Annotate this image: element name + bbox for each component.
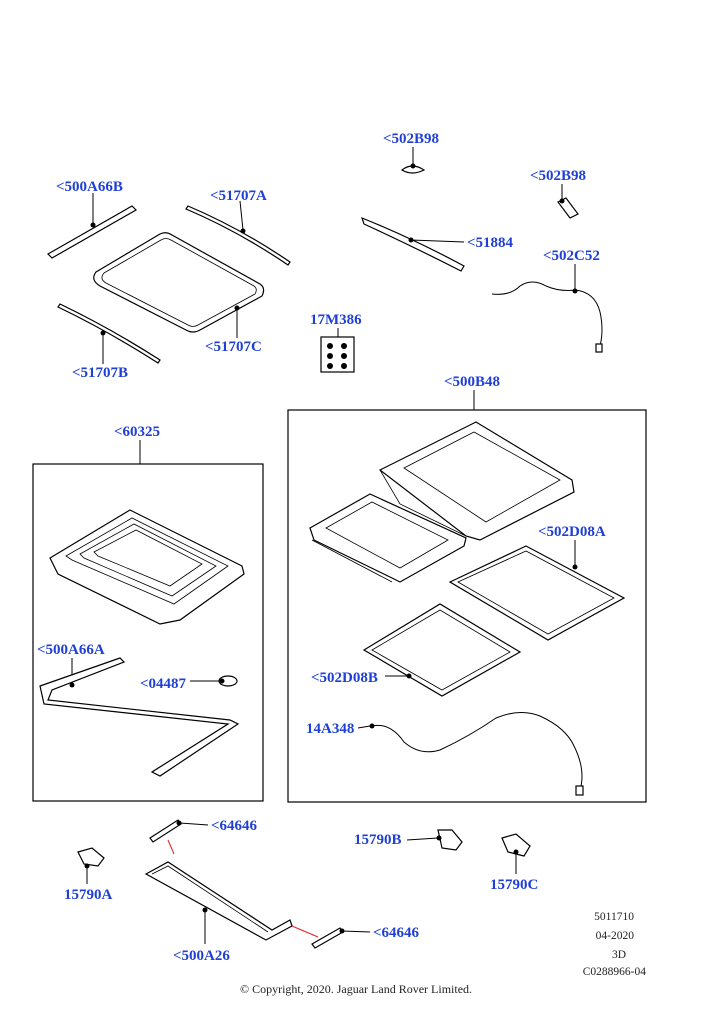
- callout-51884[interactable]: <51884: [467, 235, 514, 251]
- red-indicator-bottom: [291, 925, 319, 938]
- callout-51707B[interactable]: <51707B: [72, 365, 128, 381]
- motor-15790B[interactable]: [436, 829, 463, 851]
- callout-51707C[interactable]: <51707C: [205, 339, 262, 355]
- callout-500A66A[interactable]: <500A66A: [37, 642, 105, 658]
- blind-502D08A[interactable]: [448, 545, 626, 641]
- callout-502B98-right[interactable]: <502B98: [530, 168, 586, 184]
- seal-500A66A[interactable]: [39, 657, 240, 777]
- drain-tube-64646-bottom[interactable]: [311, 927, 345, 949]
- diagram-number: 5011710: [594, 911, 634, 923]
- mechanism-500B48[interactable]: [309, 421, 575, 583]
- callout-17M386[interactable]: 17M386: [310, 312, 362, 328]
- callout-500A66B[interactable]: <500A66B: [56, 179, 123, 195]
- callout-14A348[interactable]: 14A348: [306, 721, 354, 737]
- motor-15790A[interactable]: [77, 847, 105, 869]
- callout-04487[interactable]: <04487: [140, 676, 187, 692]
- red-indicator-top: [167, 839, 175, 855]
- callout-15790C[interactable]: 15790C: [490, 877, 538, 893]
- glass-frame-51707C[interactable]: [93, 232, 265, 333]
- clip-502B98-right[interactable]: [557, 197, 579, 219]
- callout-60325[interactable]: <60325: [114, 424, 160, 440]
- harness-502C52[interactable]: [491, 281, 603, 353]
- seal-500A66B[interactable]: [47, 205, 137, 259]
- frame-60325[interactable]: [49, 509, 245, 625]
- callout-502D08B[interactable]: <502D08B: [311, 670, 378, 686]
- trim-51707B[interactable]: [57, 303, 161, 364]
- callout-502D08A[interactable]: <502D08A: [538, 524, 606, 540]
- bolt-kit-17M386[interactable]: [320, 336, 355, 373]
- kit-box-500B48: [287, 409, 647, 803]
- callout-502B98-top[interactable]: <502B98: [383, 131, 439, 147]
- motor-15790C[interactable]: [501, 833, 531, 857]
- drain-channel-500A26[interactable]: [144, 861, 293, 941]
- callout-502C52[interactable]: <502C52: [543, 248, 600, 264]
- clip-502B98-top[interactable]: [400, 163, 426, 174]
- drain-tube-64646-top[interactable]: [149, 819, 182, 843]
- harness-14A348[interactable]: [369, 712, 584, 796]
- diagram-code: C0288966-04: [583, 966, 647, 978]
- blind-502D08B[interactable]: [362, 603, 522, 697]
- callout-500A26[interactable]: <500A26: [173, 948, 230, 964]
- diagram-date: 04-2020: [596, 930, 635, 942]
- diagram-view: 3D: [612, 949, 626, 961]
- callout-51707A[interactable]: <51707A: [210, 188, 267, 204]
- callout-15790A[interactable]: 15790A: [64, 887, 113, 903]
- callout-500B48[interactable]: <500B48: [444, 374, 500, 390]
- copyright-text: © Copyright, 2020. Jaguar Land Rover Lim…: [240, 982, 472, 996]
- washer-04487[interactable]: [218, 675, 238, 687]
- kit-box-60325: [32, 463, 264, 802]
- trim-51707A[interactable]: [185, 205, 291, 266]
- callout-64646-bottom[interactable]: <64646: [373, 925, 420, 941]
- callout-64646-top[interactable]: <64646: [211, 818, 258, 834]
- callout-15790B[interactable]: 15790B: [354, 832, 402, 848]
- deflector-51884[interactable]: [361, 216, 465, 272]
